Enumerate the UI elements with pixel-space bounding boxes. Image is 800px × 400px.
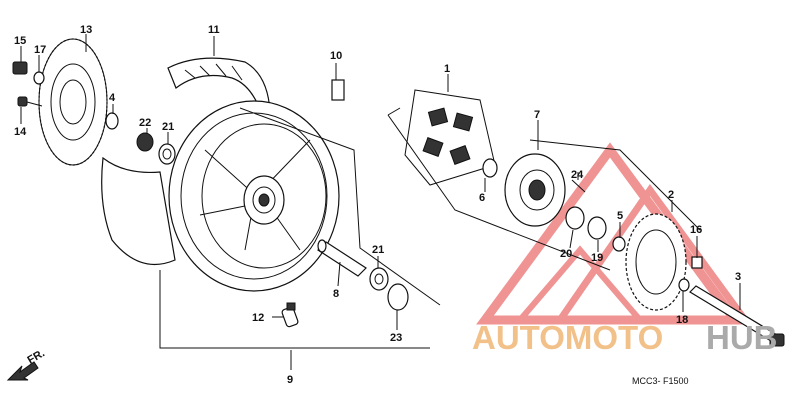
part-number-20: 20 <box>560 248 572 260</box>
front-direction-arrow: FR. <box>6 347 47 381</box>
rear-fender <box>101 156 176 266</box>
part-number-9: 9 <box>287 374 293 386</box>
stud-bolt <box>571 179 586 193</box>
watermark-text-primary: AUTOMOTO <box>472 319 663 356</box>
front-direction-label: FR. <box>26 347 47 366</box>
driven-flange <box>504 153 566 227</box>
flange-collar <box>612 236 626 252</box>
part-number-19: 19 <box>591 252 603 264</box>
clip <box>331 79 345 101</box>
watermark-text-secondary: HUB <box>706 319 778 356</box>
hub-collar <box>482 158 498 178</box>
circlip <box>387 283 409 311</box>
part-number-12: 12 <box>252 312 264 324</box>
part-number-6: 6 <box>479 192 485 204</box>
collar <box>105 112 119 130</box>
sprocket-nut <box>691 256 703 269</box>
bearing-left <box>158 143 176 165</box>
watermark-text: AUTOMOTO HUB <box>472 319 778 356</box>
dust-seal <box>136 132 154 152</box>
part-number-1: 1 <box>444 63 450 75</box>
final-driven-sprocket <box>625 213 687 311</box>
part-number-15: 15 <box>14 35 26 47</box>
axle-collar <box>317 239 367 277</box>
leader-lines <box>20 34 741 370</box>
part-number-17: 17 <box>34 44 46 56</box>
disc-bolt <box>12 61 45 107</box>
part-number-21-right: 21 <box>372 244 384 256</box>
part-number-7: 7 <box>534 109 540 121</box>
part-number-18: 18 <box>676 314 688 326</box>
part-number-24: 24 <box>571 169 584 181</box>
diagram-code: MCC3- F1500 <box>632 376 689 386</box>
part-number-13: 13 <box>80 24 92 36</box>
part-number-3: 3 <box>735 271 741 283</box>
damper-rubbers <box>404 89 496 186</box>
part-number-21-left: 21 <box>162 121 174 133</box>
part-number-16: 16 <box>690 224 702 236</box>
part-number-14: 14 <box>14 126 27 138</box>
rear-wheel <box>168 100 340 292</box>
part-labels: 13 11 10 15 17 4 22 21 14 1 7 6 24 20 19… <box>14 24 741 386</box>
part-number-8: 8 <box>333 288 339 300</box>
axle-washer <box>678 278 690 292</box>
part-number-23: 23 <box>390 332 402 344</box>
flange-bearing <box>565 206 585 230</box>
flange-seal <box>587 216 607 240</box>
valve-stem <box>281 302 299 328</box>
part-number-4: 4 <box>109 92 116 104</box>
part-number-10: 10 <box>330 50 342 62</box>
part-number-2: 2 <box>668 189 674 201</box>
bearing-right <box>369 267 389 291</box>
rear-axle <box>689 285 785 347</box>
brake-disc <box>38 38 108 166</box>
part-number-5: 5 <box>617 210 623 222</box>
part-number-11: 11 <box>208 24 220 36</box>
part-number-22: 22 <box>139 117 151 129</box>
